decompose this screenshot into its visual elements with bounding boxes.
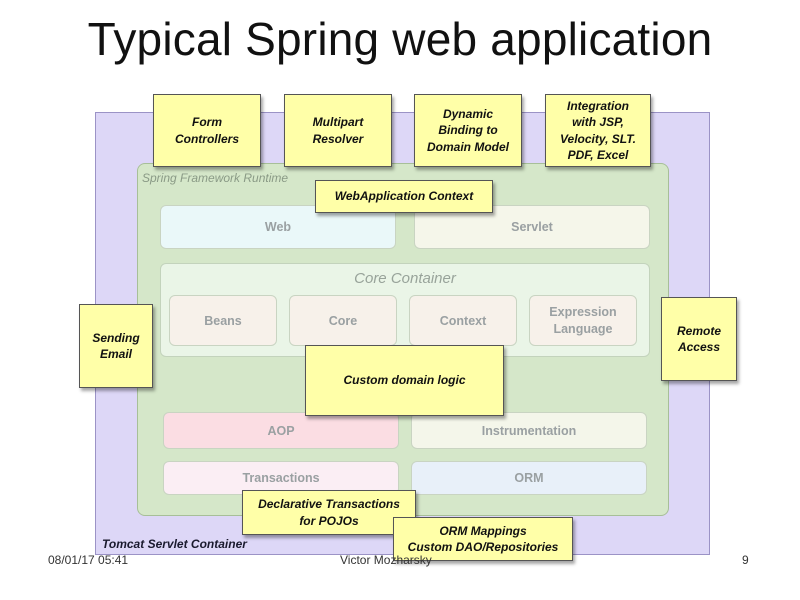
module-web: Web bbox=[160, 205, 396, 249]
note-orm-mappings: ORM Mappings Custom DAO/Repositories bbox=[393, 517, 573, 561]
note-line: Resolver bbox=[312, 131, 364, 146]
footer-date: 08/01/17 05:41 bbox=[48, 553, 129, 567]
note-line: Form bbox=[191, 115, 222, 130]
note-line: Controllers bbox=[174, 131, 239, 146]
core-container-label: Core Container bbox=[354, 270, 456, 287]
note-line: Binding to bbox=[438, 123, 498, 138]
note-line: Remote bbox=[676, 323, 721, 338]
module-core: Core bbox=[289, 295, 397, 346]
note-line: PDF, Excel bbox=[567, 147, 629, 162]
footer-author: Victor Mozharsky bbox=[340, 553, 432, 567]
note-line: Integration bbox=[566, 99, 629, 114]
note-line: Dynamic bbox=[442, 107, 493, 122]
module-orm: ORM bbox=[411, 461, 647, 495]
note-line: Declarative Transactions bbox=[258, 497, 400, 512]
note-line: with JSP, bbox=[572, 115, 624, 130]
footer-page-number: 9 bbox=[742, 553, 749, 567]
note-line: Velocity, SLT. bbox=[559, 131, 636, 146]
note-line: Access bbox=[677, 340, 721, 354]
module-beans: Beans bbox=[169, 295, 277, 346]
module-aop: AOP bbox=[163, 412, 399, 449]
module-expression-line: Expression bbox=[549, 305, 617, 320]
note-remote-access: Remote Access bbox=[661, 297, 737, 381]
note-dynamic-binding: Dynamic Binding to Domain Model bbox=[414, 94, 522, 167]
note-line: Email bbox=[99, 347, 132, 361]
note-integration: Integration with JSP, Velocity, SLT. PDF… bbox=[545, 94, 651, 167]
note-line: Domain Model bbox=[426, 139, 509, 154]
spring-runtime-label: Spring Framework Runtime bbox=[142, 171, 289, 185]
note-webapplication-context: WebApplication Context bbox=[315, 180, 493, 213]
note-custom-domain-logic: Custom domain logic bbox=[305, 345, 504, 416]
tomcat-container-label: Tomcat Servlet Container bbox=[102, 537, 247, 551]
slide-title: Typical Spring web application bbox=[87, 13, 713, 65]
note-line: Sending bbox=[92, 330, 140, 345]
note-declarative-transactions: Declarative Transactions for POJOs bbox=[242, 490, 416, 535]
note-line: Multipart bbox=[312, 115, 364, 130]
note-line: for POJOs bbox=[299, 513, 359, 528]
module-expression-line: Language bbox=[553, 321, 613, 336]
note-line: ORM Mappings bbox=[439, 523, 527, 538]
note-multipart-resolver: Multipart Resolver bbox=[284, 94, 392, 167]
note-form-controllers: Form Controllers bbox=[153, 94, 261, 167]
note-sending-email: Sending Email bbox=[79, 304, 153, 388]
note-line: Custom DAO/Repositories bbox=[407, 540, 559, 554]
module-expression-language: Expression Language bbox=[529, 295, 637, 346]
module-context: Context bbox=[409, 295, 517, 346]
module-instrumentation: Instrumentation bbox=[411, 412, 647, 449]
